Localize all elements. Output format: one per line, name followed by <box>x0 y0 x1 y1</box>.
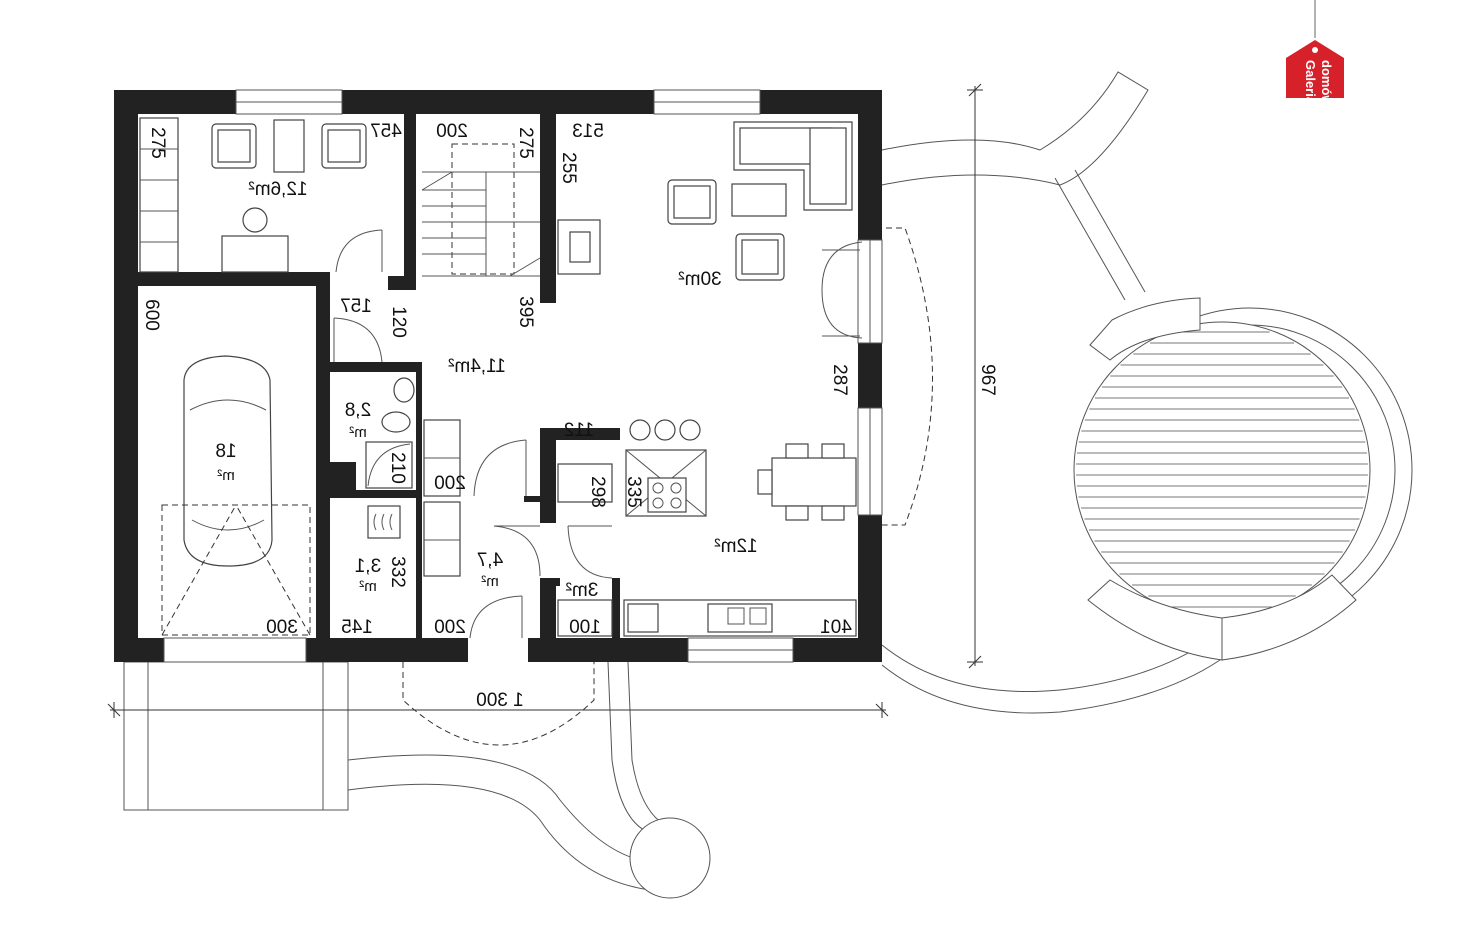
dim-stair-w: 200 <box>436 121 468 142</box>
door-study <box>335 229 383 273</box>
dim-total-w: 1 300 <box>476 690 524 711</box>
hall-area-label: 11,4m² <box>448 356 506 377</box>
vestibule-area-label: 4,7 <box>477 550 503 571</box>
landscape <box>123 71 1413 899</box>
study-desk <box>221 235 289 273</box>
bar-stool-1 <box>629 419 651 441</box>
dim-kitchen-w: 401 <box>820 617 852 638</box>
dim-study-h: 275 <box>147 127 168 159</box>
dim-hall-h: 395 <box>515 296 536 328</box>
walls <box>114 90 882 662</box>
logo: Galeria domów <box>1286 0 1344 106</box>
dim-fireplace: 255 <box>558 152 579 184</box>
door-kitchen <box>493 525 541 577</box>
study-shelf <box>139 117 179 273</box>
dim-door-small: 120 <box>388 306 409 338</box>
logo-line1: Galeria <box>1303 60 1318 105</box>
dim-stair-h: 275 <box>515 127 536 159</box>
door-bath <box>333 317 383 363</box>
terrace-step-top <box>1089 297 1201 361</box>
garage-driveway <box>123 661 349 811</box>
pantry-shelf <box>557 463 613 503</box>
logo-tag-icon <box>1286 40 1344 98</box>
study-chair <box>242 207 268 233</box>
staircase <box>421 143 541 277</box>
dim-study-w: 457 <box>370 121 402 142</box>
garage-door <box>163 637 307 663</box>
fireplace-icon <box>557 219 601 275</box>
toilet-icon <box>381 411 411 433</box>
kitchen-sink-icon <box>707 603 773 633</box>
dim-garage-h: 600 <box>141 299 162 331</box>
bar-stool-2 <box>654 419 676 441</box>
patio-canopy <box>876 227 933 526</box>
dim-garage-w: 300 <box>266 617 298 638</box>
dim-vestibule-w: 200 <box>434 617 466 638</box>
dim-pantry-w: 298 <box>587 476 608 508</box>
cooktop-icon <box>647 477 687 513</box>
door-patio-left <box>821 241 863 291</box>
furniture <box>139 117 857 637</box>
bar-stool-3 <box>679 419 701 441</box>
terrace-deck-boards <box>1076 331 1368 608</box>
bath-unit-label: m² <box>349 424 367 441</box>
dim-bath-closet: 200 <box>434 473 466 494</box>
door-pantry <box>567 525 613 579</box>
sink-icon <box>393 377 415 403</box>
dim-hall-w: 157 <box>340 296 372 317</box>
living-area-label: 30m² <box>678 269 721 290</box>
dimension-lines <box>107 83 983 718</box>
door-entrance <box>469 595 523 639</box>
garage-parking-zone <box>161 504 311 636</box>
dim-kitchen-island: 335 <box>623 476 644 508</box>
study-area-label: 12,6m² <box>248 179 307 200</box>
dim-pantry-bottom: 100 <box>569 617 601 638</box>
dim-bath-w: 210 <box>387 452 408 484</box>
garage-area-label: 18 <box>215 441 236 462</box>
windows <box>163 89 883 663</box>
dim-pantry-top: 112 <box>564 420 594 441</box>
living-coffee-table <box>731 183 787 217</box>
pantry-shelf-lower <box>557 599 613 637</box>
boiler-icon <box>367 505 401 539</box>
garden-circle <box>629 817 711 899</box>
dim-boiler-h: 332 <box>387 556 408 588</box>
kitchen-area-label: 12m² <box>714 536 757 557</box>
dim-living-w: 513 <box>572 121 604 142</box>
pantry-area-label: 3m² <box>566 580 599 601</box>
room-labels: 12,6m² 18 m² 11,4m² 30m² 2,8 m² 3,1 m² 4… <box>215 179 757 601</box>
garage-unit-label: m² <box>217 467 235 484</box>
garden-path-upper <box>881 71 1149 186</box>
dim-total-h: 967 <box>977 364 998 396</box>
dim-boiler-w: 145 <box>341 617 373 638</box>
entrance-canopy <box>402 662 595 746</box>
boiler-unit-label: m² <box>359 578 377 595</box>
wardrobe-vestibule <box>423 501 461 577</box>
vestibule-unit-label: m² <box>481 573 499 590</box>
coffee-table <box>273 119 305 173</box>
doors <box>333 229 863 639</box>
logo-line2: domów <box>1319 60 1334 106</box>
garden-path-lower <box>881 639 1211 693</box>
bath-area-label: 2,8 <box>345 400 371 421</box>
entry-path <box>347 754 641 861</box>
door-vestibule-upper <box>473 439 527 497</box>
boiler-area-label: 3,1 <box>355 556 381 577</box>
dining-table <box>771 457 857 507</box>
dimension-labels: 457 275 200 275 513 255 395 600 157 120 … <box>141 121 998 711</box>
dim-living-window-h: 287 <box>829 364 850 396</box>
